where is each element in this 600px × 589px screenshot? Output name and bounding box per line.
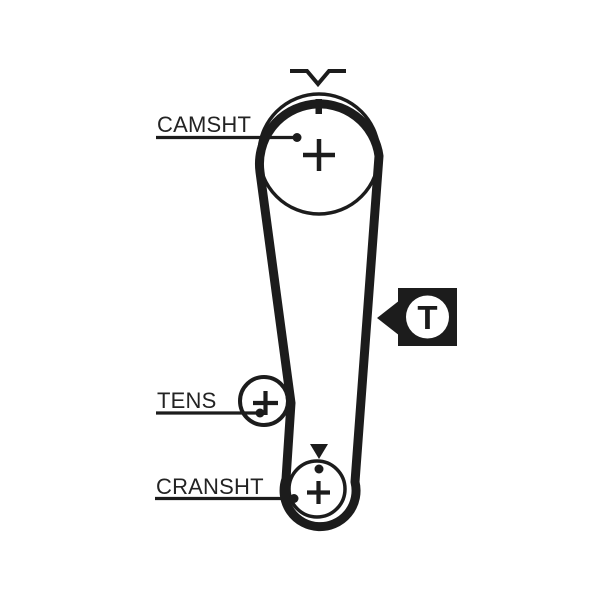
tension-marker-circle (406, 295, 449, 339)
tensioner-crosshair-icon (253, 391, 278, 415)
camshaft-leader-dot (292, 133, 302, 142)
tension-marker-label: T (417, 299, 437, 336)
crankshaft-timing-dot (314, 464, 324, 474)
camshaft-timing-tick (315, 99, 322, 114)
crankshaft-crosshair-icon (307, 481, 330, 504)
tensioner-leader-dot (255, 408, 265, 418)
camshaft-alignment-vnotch-icon (290, 69, 346, 88)
camshaft-label: CAMSHT (157, 112, 251, 137)
tensioner-label: TENS (157, 388, 216, 413)
crankshaft-label: CRANSHT (156, 474, 264, 499)
camshaft-crosshair-icon (303, 139, 335, 171)
timing-belt (254, 99, 384, 532)
tension-marker: T (377, 288, 457, 346)
crankshaft-pulley (287, 459, 347, 519)
crankshaft-leader-dot (289, 494, 299, 503)
crankshaft-timing-arrow-icon (310, 444, 328, 459)
tension-marker-arrow-icon (377, 300, 400, 336)
